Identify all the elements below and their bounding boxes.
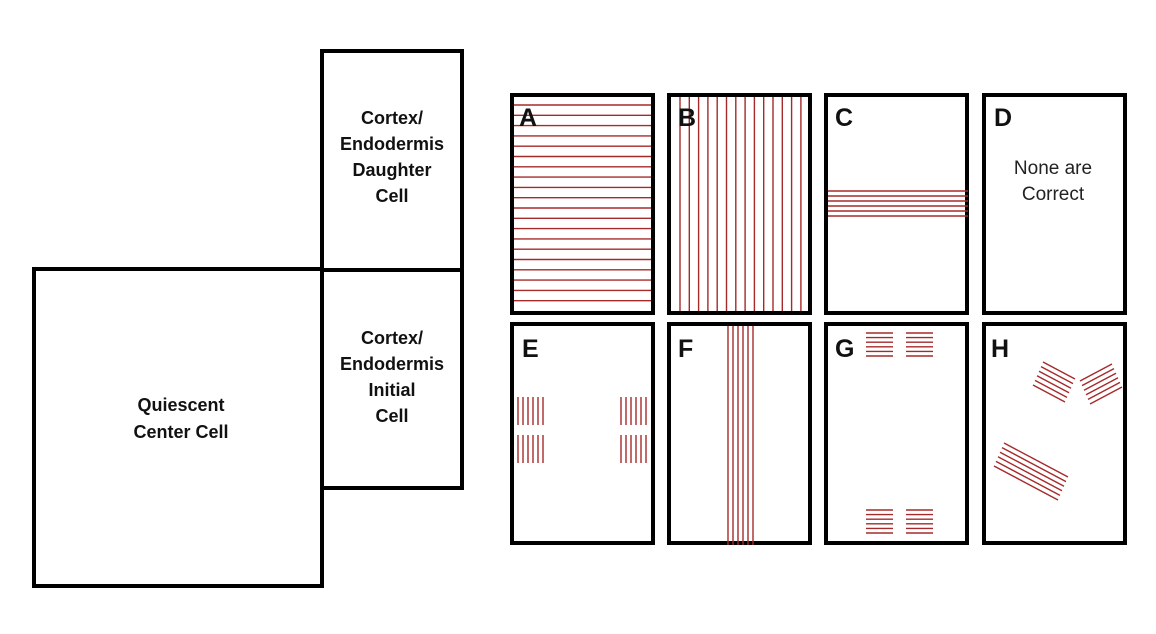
panel-e-letter: E (522, 335, 539, 363)
panel-b-frame (667, 93, 812, 315)
cell-layout: Cortex/ Endodermis Daughter Cell Cortex/… (32, 49, 464, 588)
panel-h-microtubule-line (995, 460, 1029, 480)
panel-f-frame (667, 322, 812, 545)
panel-h-microtubule-line (1035, 459, 1069, 478)
panel-e-microtubules (517, 397, 647, 463)
panel-a-microtubules (514, 104, 651, 302)
panel-h-microtubule-line (1031, 468, 1065, 487)
daughter-cell-label-3: Daughter (352, 160, 431, 180)
panel-h-microtubule-line (1027, 477, 1061, 497)
panel-b-letter: B (678, 104, 696, 132)
quiescent-center-cell-box (32, 267, 324, 588)
quiescent-cell-label-2: Center Cell (133, 422, 228, 442)
panel-h-microtubule-line (993, 465, 1027, 484)
initial-cell-label-2: Endodermis (340, 354, 444, 374)
panel-c[interactable]: C (824, 93, 969, 315)
panel-a-frame (510, 93, 655, 315)
panel-c-letter: C (835, 104, 853, 132)
panel-h-microtubule-line (1032, 384, 1066, 403)
panel-d[interactable]: D None are Correct (982, 93, 1127, 315)
panel-d-frame (982, 93, 1127, 315)
panel-h-microtubule-line (1001, 446, 1035, 466)
initial-cell-box (320, 268, 464, 490)
panel-h-microtubule-line (1036, 375, 1070, 394)
panel-h-microtubule-line (1038, 370, 1072, 389)
panel-h-microtubule-line (1042, 361, 1076, 380)
panel-d-letter: D (994, 104, 1012, 132)
answer-panels: A B C D None are Correct E F (510, 93, 1127, 545)
panel-h-microtubule-line (1003, 442, 1037, 461)
panel-h-microtubules (993, 361, 1123, 501)
panel-f-letter: F (678, 335, 693, 363)
panel-h-microtubule-line (1087, 381, 1121, 401)
panel-h-microtubule-line (997, 456, 1031, 475)
initial-cell-label-4: Cell (375, 406, 408, 426)
panel-g-microtubules (866, 332, 933, 534)
panel-g-letter: G (835, 335, 854, 363)
panel-f[interactable]: F (667, 322, 812, 545)
panel-h-letter: H (991, 335, 1009, 363)
daughter-cell-label-1: Cortex/ (361, 108, 423, 128)
panel-h-microtubule-line (1040, 365, 1074, 385)
panel-h-microtubule-line (1029, 473, 1063, 492)
panel-d-note-line-2: Correct (1022, 184, 1085, 205)
panel-h-microtubule-line (1089, 386, 1123, 405)
daughter-cell-label-2: Endodermis (340, 134, 444, 154)
panel-h-microtubule-line (1081, 367, 1115, 387)
panel-h-microtubule-line (1025, 482, 1059, 501)
initial-cell-label-3: Initial (368, 380, 415, 400)
panel-h-microtubule-line (1033, 463, 1067, 483)
panel-a-letter: A (519, 104, 537, 132)
panel-g-frame (824, 322, 969, 545)
panel-h-microtubule-line (1083, 372, 1117, 391)
panel-a[interactable]: A (510, 93, 655, 315)
panel-e-frame (510, 322, 655, 545)
panel-b-microtubules (679, 97, 802, 311)
quiescent-cell-label-1: Quiescent (137, 395, 224, 415)
panel-c-microtubules (828, 190, 968, 217)
panel-h[interactable]: H (982, 322, 1127, 545)
panel-d-note-line-1: None are (1014, 158, 1092, 179)
panel-g[interactable]: G (824, 322, 969, 545)
panel-c-frame (824, 93, 969, 315)
daughter-cell-label-4: Cell (375, 186, 408, 206)
panel-h-microtubule-line (1085, 377, 1119, 396)
panel-h-frame (982, 322, 1127, 545)
panel-e[interactable]: E (510, 322, 655, 545)
panel-h-microtubule-line (999, 451, 1033, 470)
panel-f-microtubules (727, 326, 754, 545)
panel-h-microtubule-line (1034, 379, 1068, 399)
panel-h-microtubule-line (1079, 363, 1113, 382)
initial-cell-label-1: Cortex/ (361, 328, 423, 348)
panel-b[interactable]: B (667, 93, 812, 315)
